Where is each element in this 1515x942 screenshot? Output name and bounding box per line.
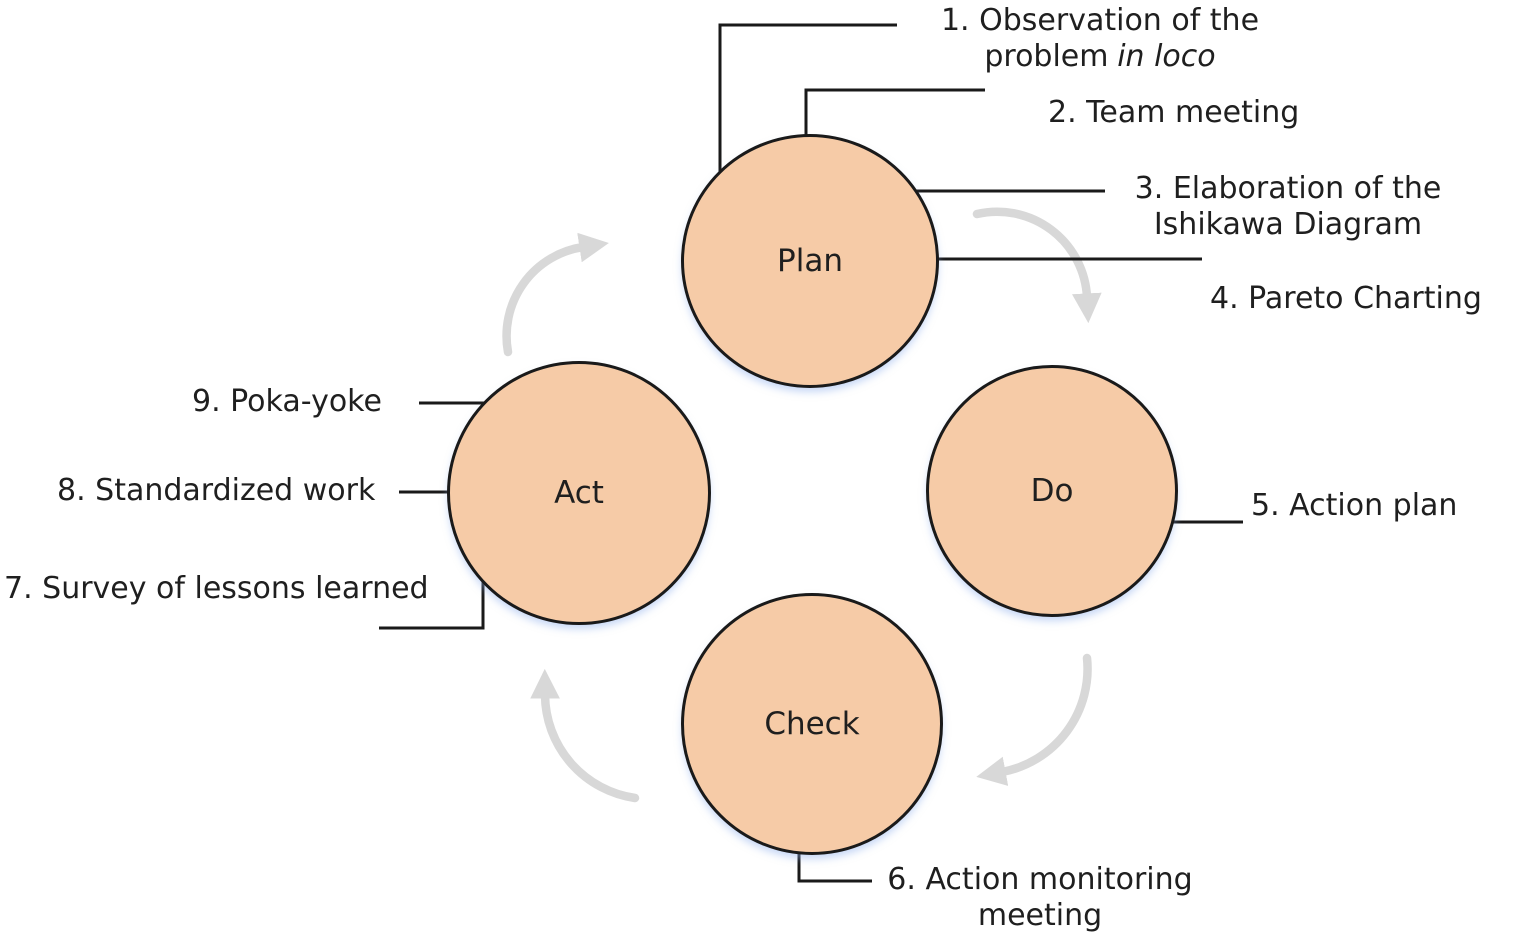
connector-step-1 <box>718 23 897 185</box>
annotation-step-9: 9. Poka-yoke <box>192 384 382 419</box>
connector-step-7 <box>379 570 485 630</box>
node-check: Check <box>681 593 943 855</box>
connector-step-6 <box>797 845 872 883</box>
annotation-step-3-line1: 3. Elaboration of the <box>1134 171 1442 206</box>
node-plan: Plan <box>681 134 939 388</box>
annotation-step-8: 8. Standardized work <box>57 473 376 508</box>
annotation-step-6: 6. Action monitoring meeting <box>860 862 1220 934</box>
node-act-label: Act <box>554 475 604 511</box>
node-plan-label: Plan <box>777 243 843 279</box>
annotation-step-7: 7. Survey of lessons learned <box>4 571 429 606</box>
node-do: Do <box>926 365 1178 617</box>
annotation-step-6-line1: 6. Action monitoring <box>887 862 1193 897</box>
node-check-label: Check <box>764 706 860 742</box>
cycle-arrow-plan-to-do-icon <box>972 207 1102 324</box>
cycle-arrow-check-to-act-icon <box>530 668 640 803</box>
annotation-step-5: 5. Action plan <box>1251 488 1458 523</box>
annotation-step-2: 2. Team meeting <box>1048 95 1300 130</box>
annotation-step-4: 4. Pareto Charting <box>1210 281 1482 316</box>
annotation-step-1-line1: 1. Observation of the <box>940 3 1260 38</box>
node-act: Act <box>447 361 711 625</box>
cycle-arrow-act-to-plan-icon <box>502 232 609 357</box>
cycle-arrow-do-to-check-icon <box>976 653 1092 786</box>
annotation-step-6-line2: meeting <box>977 898 1103 933</box>
annotation-step-3-line2: Ishikawa Diagram <box>1153 207 1423 242</box>
connector-step-2 <box>804 88 985 150</box>
annotation-step-3: 3. Elaboration of the Ishikawa Diagram <box>1098 171 1478 243</box>
node-do-label: Do <box>1030 473 1074 509</box>
